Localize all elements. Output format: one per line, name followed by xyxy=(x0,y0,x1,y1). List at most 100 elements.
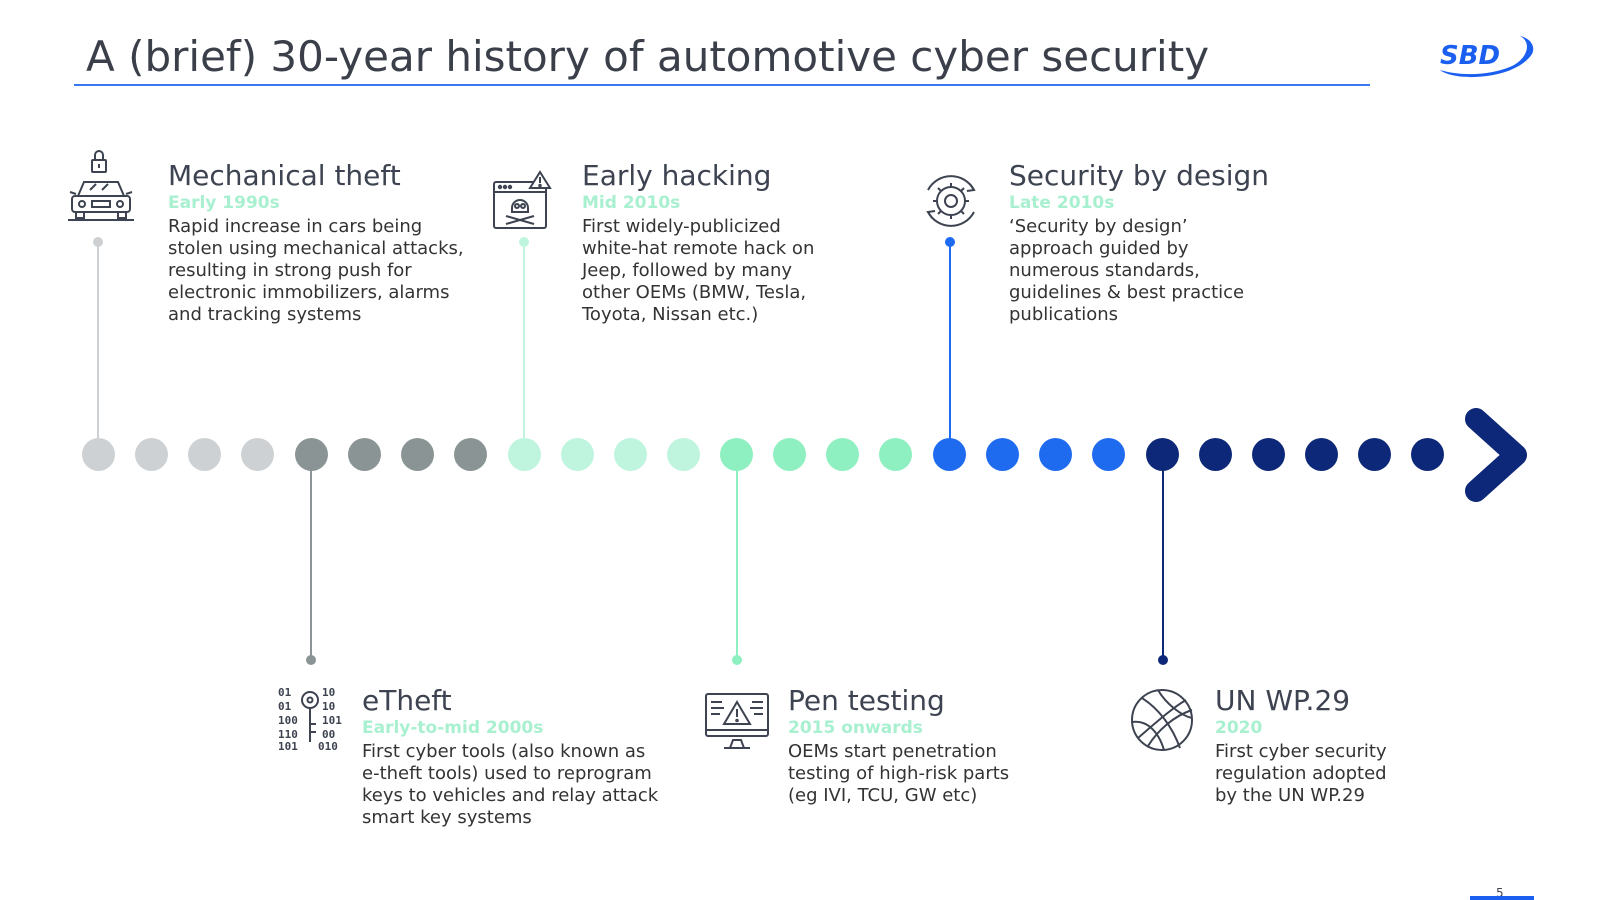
description-line: First cyber tools (also known as xyxy=(362,741,646,762)
timeline-dot xyxy=(188,438,221,471)
connector-mechanical-theft xyxy=(97,246,99,442)
milestone-date: Mid 2010s xyxy=(582,193,681,213)
milestone-heading: Early hacking xyxy=(582,159,772,192)
timeline-dot xyxy=(933,438,966,471)
connector-dot-etheft xyxy=(306,655,316,665)
timeline-dot xyxy=(826,438,859,471)
description-line: by the UN WP.29 xyxy=(1215,785,1365,806)
description-line: and tracking systems xyxy=(168,304,362,325)
description-line: guidelines & best practice xyxy=(1009,282,1245,303)
timeline-dot xyxy=(1305,438,1338,471)
description-line: (eg IVI, TCU, GW etc) xyxy=(788,785,978,806)
timeline-dot xyxy=(561,438,594,471)
description-line: other OEMs (BMW, Tesla, xyxy=(582,282,807,303)
connector-dot-pen-testing xyxy=(732,655,742,665)
description-line: numerous standards, xyxy=(1009,260,1200,281)
timeline-dot xyxy=(773,438,806,471)
page-number: 5 xyxy=(1496,886,1504,900)
timeline-dot xyxy=(614,438,647,471)
milestone-heading: Mechanical theft xyxy=(168,159,401,192)
svg-text:10: 10 xyxy=(322,686,335,699)
milestone-un-wp29: UN WP.29 2020 First cyber security regul… xyxy=(1215,685,1387,807)
description-line: First cyber security xyxy=(1215,741,1387,762)
svg-text:101: 101 xyxy=(278,740,298,750)
milestone-date: Early 1990s xyxy=(168,193,280,213)
milestone-date: 2020 xyxy=(1215,718,1263,738)
description-line: testing of high-risk parts xyxy=(788,763,1010,784)
description-line: OEMs start penetration xyxy=(788,741,997,762)
connector-dot-mechanical-theft xyxy=(93,237,103,247)
description-line: Jeep, followed by many xyxy=(582,260,793,281)
timeline-dot xyxy=(720,438,753,471)
description-line: Toyota, Nissan etc.) xyxy=(582,304,759,325)
timeline-dot xyxy=(667,438,700,471)
description-line: keys to vehicles and relay attack xyxy=(362,785,659,806)
connector-un-wp29 xyxy=(1162,452,1164,657)
timeline-dot xyxy=(1252,438,1285,471)
milestone-pen-testing: Pen testing 2015 onwards OEMs start pene… xyxy=(788,685,1009,807)
milestone-heading: eTheft xyxy=(362,684,452,717)
timeline-dot xyxy=(348,438,381,471)
timeline-dot xyxy=(401,438,434,471)
milestone-date: Late 2010s xyxy=(1009,193,1115,213)
connector-etheft xyxy=(310,452,312,657)
description-line: approach guided by xyxy=(1009,238,1189,259)
connector-security-by-design xyxy=(949,246,951,442)
timeline-dot xyxy=(879,438,912,471)
milestone-description: ‘Security by design’ approach guided by … xyxy=(1009,216,1269,326)
timeline-arrow-icon xyxy=(1465,408,1527,502)
milestone-heading: Pen testing xyxy=(788,684,945,717)
timeline-dot xyxy=(1411,438,1444,471)
title-underline xyxy=(74,84,1370,86)
description-line: Rapid increase in cars being xyxy=(168,216,423,237)
svg-text:10: 10 xyxy=(322,700,335,713)
timeline-dot xyxy=(1358,438,1391,471)
page-accent-bar xyxy=(1470,896,1534,900)
svg-text:01: 01 xyxy=(278,686,292,699)
milestone-description: OEMs start penetration testing of high-r… xyxy=(788,741,1009,807)
connector-dot-security-by-design xyxy=(945,237,955,247)
description-line: white-hat remote hack on xyxy=(582,238,815,259)
page-title: A (brief) 30-year history of automotive … xyxy=(86,32,1210,81)
timeline-dot xyxy=(241,438,274,471)
milestone-description: First cyber security regulation adopted … xyxy=(1215,741,1387,807)
milestone-heading: UN WP.29 xyxy=(1215,684,1351,717)
timeline-dot xyxy=(1146,438,1179,471)
milestone-description: Rapid increase in cars being stolen usin… xyxy=(168,216,464,326)
timeline-dot xyxy=(1199,438,1232,471)
warning-monitor-icon xyxy=(705,693,769,749)
svg-text:01: 01 xyxy=(278,700,292,713)
description-line: stolen using mechanical attacks, xyxy=(168,238,464,259)
connector-dot-un-wp29 xyxy=(1158,655,1168,665)
logo-text: SBD xyxy=(1440,41,1500,71)
description-line: smart key systems xyxy=(362,807,532,828)
timeline-dot xyxy=(1092,438,1125,471)
milestone-date: 2015 onwards xyxy=(788,718,923,738)
svg-text:101: 101 xyxy=(322,714,342,727)
description-line: e-theft tools) used to reprogram xyxy=(362,763,652,784)
timeline-dot xyxy=(82,438,115,471)
connector-dot-early-hacking xyxy=(519,237,529,247)
connector-pen-testing xyxy=(736,452,738,657)
timeline-dot xyxy=(1039,438,1072,471)
milestone-date: Early-to-mid 2000s xyxy=(362,718,544,738)
svg-text:00: 00 xyxy=(322,728,335,741)
timeline-dot xyxy=(454,438,487,471)
timeline-dot xyxy=(986,438,1019,471)
milestone-description: First widely-publicized white-hat remote… xyxy=(582,216,814,326)
timeline-dot xyxy=(295,438,328,471)
svg-text:110: 110 xyxy=(278,728,298,741)
milestone-security-by-design: Security by design Late 2010s ‘Security … xyxy=(1009,160,1269,326)
milestone-early-hacking: Early hacking Mid 2010s First widely-pub… xyxy=(582,160,814,326)
description-line: ‘Security by design’ xyxy=(1009,216,1188,237)
skull-browser-icon xyxy=(493,170,552,229)
description-line: First widely-publicized xyxy=(582,216,781,237)
timeline-dot xyxy=(135,438,168,471)
description-line: electronic immobilizers, alarms xyxy=(168,282,450,303)
connector-early-hacking xyxy=(523,246,525,442)
sbd-logo: SBD xyxy=(1440,36,1534,78)
svg-text:010: 010 xyxy=(318,740,338,750)
svg-text:100: 100 xyxy=(278,714,298,727)
milestone-etheft: eTheft Early-to-mid 2000s First cyber to… xyxy=(362,685,658,829)
